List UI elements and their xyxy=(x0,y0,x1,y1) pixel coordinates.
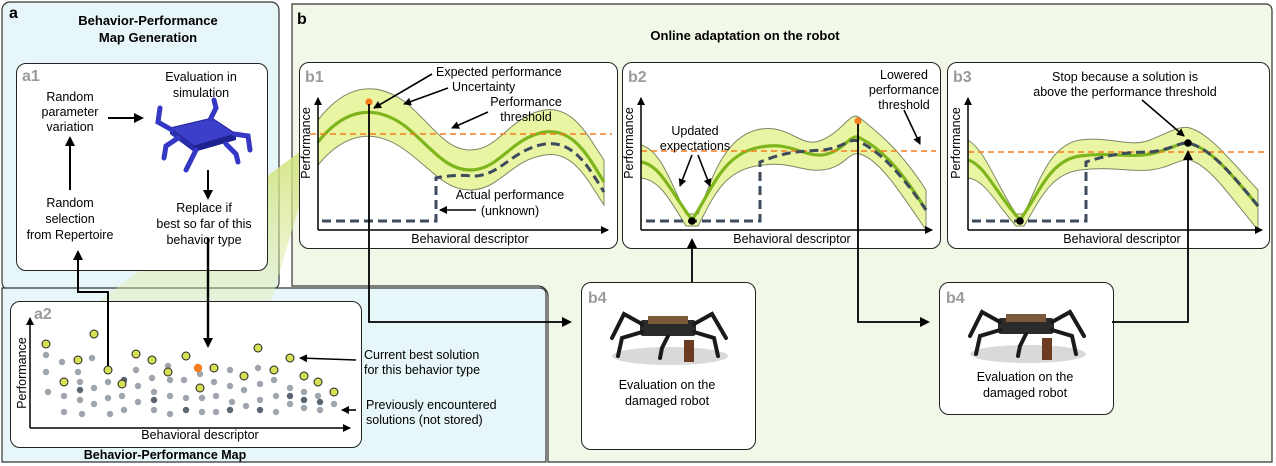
b1-plot xyxy=(310,88,612,234)
a2-current-best-line2: for this behavior type xyxy=(364,363,481,377)
hexapod-simulation-icon xyxy=(155,97,253,173)
a1-eval-line2: simulation xyxy=(172,86,230,100)
hexapod-robot-photo-left xyxy=(610,311,728,365)
b4-right-caption-line1: Evaluation on the xyxy=(976,370,1074,384)
b2-updated-line1: Updated xyxy=(671,124,719,138)
b1-ylabel: Performance xyxy=(299,107,313,179)
b1-actual-line1: Actual performance xyxy=(455,188,565,202)
panel-a-letter: a xyxy=(9,5,18,22)
a2-elite-points xyxy=(41,329,339,397)
a2-dark-points xyxy=(76,376,324,414)
a2-current-best-point xyxy=(193,363,203,373)
b1-actual-line2: (unknown) xyxy=(480,204,540,218)
b2-ylabel: Performance xyxy=(622,107,636,179)
a1-random-sel-line2: selection xyxy=(45,212,95,226)
a1-random-param-line2: parameter xyxy=(41,105,99,119)
arrow-lowered xyxy=(903,109,921,145)
b2-lowered-line3: threshold xyxy=(878,98,930,112)
a1-random-sel-line3: from Repertoire xyxy=(26,228,114,242)
b4-left-id: b4 xyxy=(588,290,607,307)
arrow-b2-to-b4 xyxy=(857,124,930,327)
a2-previous-line1: Previously encountered xyxy=(366,398,497,412)
b3-id: b3 xyxy=(953,69,972,86)
arrow-map-to-selection xyxy=(73,250,109,368)
card-b4-left xyxy=(581,282,756,450)
panel-b-letter: b xyxy=(297,11,307,28)
a1-random-param-line1: Random xyxy=(46,90,94,104)
arrow-current-best xyxy=(299,354,357,363)
arrow-updated-2 xyxy=(697,154,712,187)
a1-replace-line3: behavior type xyxy=(166,233,242,247)
b4-right-caption-line2: damaged robot xyxy=(982,386,1068,400)
a1-eval-line1: Evaluation in xyxy=(165,70,237,84)
b3-stop-line2: above the performance threshold xyxy=(1033,85,1217,99)
a2-ylabel: Performance xyxy=(15,337,29,409)
b1-uncertainty: Uncertainty xyxy=(452,80,516,94)
arrow-expected xyxy=(373,73,433,109)
arrow-b1-to-b4 xyxy=(368,104,572,327)
panel-a-title-line1: Behavior-Performance xyxy=(78,13,218,28)
b2-plot xyxy=(637,97,936,234)
b2-updated-line2: expectations xyxy=(659,139,731,153)
hexapod-robot-photo-right xyxy=(968,309,1086,363)
b4-right-id: b4 xyxy=(946,290,965,307)
a2-id: a2 xyxy=(34,306,52,323)
a1-id: a1 xyxy=(22,68,40,85)
a2-previous-line2: solutions (not stored) xyxy=(366,413,483,427)
arrow-updated-1 xyxy=(678,154,693,187)
b1-threshold-line2: threshold xyxy=(500,110,552,124)
b4-left-caption-line2: damaged robot xyxy=(624,394,710,408)
a1-replace-line1: Replace if xyxy=(176,201,232,215)
card-a1 xyxy=(16,63,268,271)
b1-threshold-line1: Performance xyxy=(490,95,562,109)
a2-current-best-line1: Current best solution xyxy=(364,348,480,362)
b4-left-caption-line1: Evaluation on the xyxy=(618,378,716,392)
b2-id: b2 xyxy=(628,69,647,86)
b1-expected: Expected performance xyxy=(436,65,562,79)
arrow-threshold xyxy=(451,111,489,129)
b2-lowered-line1: Lowered xyxy=(880,68,928,82)
a2-grey-points xyxy=(42,351,338,418)
a1-random-param-line3: variation xyxy=(46,120,94,134)
b3-ylabel: Performance xyxy=(949,107,963,179)
b3-stop-line1: Stop because a solution is xyxy=(1052,70,1198,84)
b3-plot xyxy=(964,97,1265,234)
b2-xlabel: Behavioral descriptor xyxy=(733,232,851,246)
b1-xlabel: Behavioral descriptor xyxy=(411,232,529,246)
panel-b-title: Online adaptation on the robot xyxy=(650,28,840,43)
b3-xlabel: Behavioral descriptor xyxy=(1063,232,1181,246)
b2-lowered-line2: performance xyxy=(868,83,940,97)
arrow-uncertainty xyxy=(403,87,449,106)
panel-a-footer: Behavior-Performance Map xyxy=(83,448,247,462)
a2-xlabel: Behavioral descriptor xyxy=(141,428,259,442)
panel-a-title-line2: Map Generation xyxy=(98,30,198,45)
b1-id: b1 xyxy=(305,69,324,86)
a1-replace-line2: best so far of this xyxy=(156,217,252,231)
arrow-stop xyxy=(1141,99,1185,137)
arrow-b4-to-b3 xyxy=(1112,150,1193,323)
a1-random-sel-line1: Random xyxy=(46,196,94,210)
